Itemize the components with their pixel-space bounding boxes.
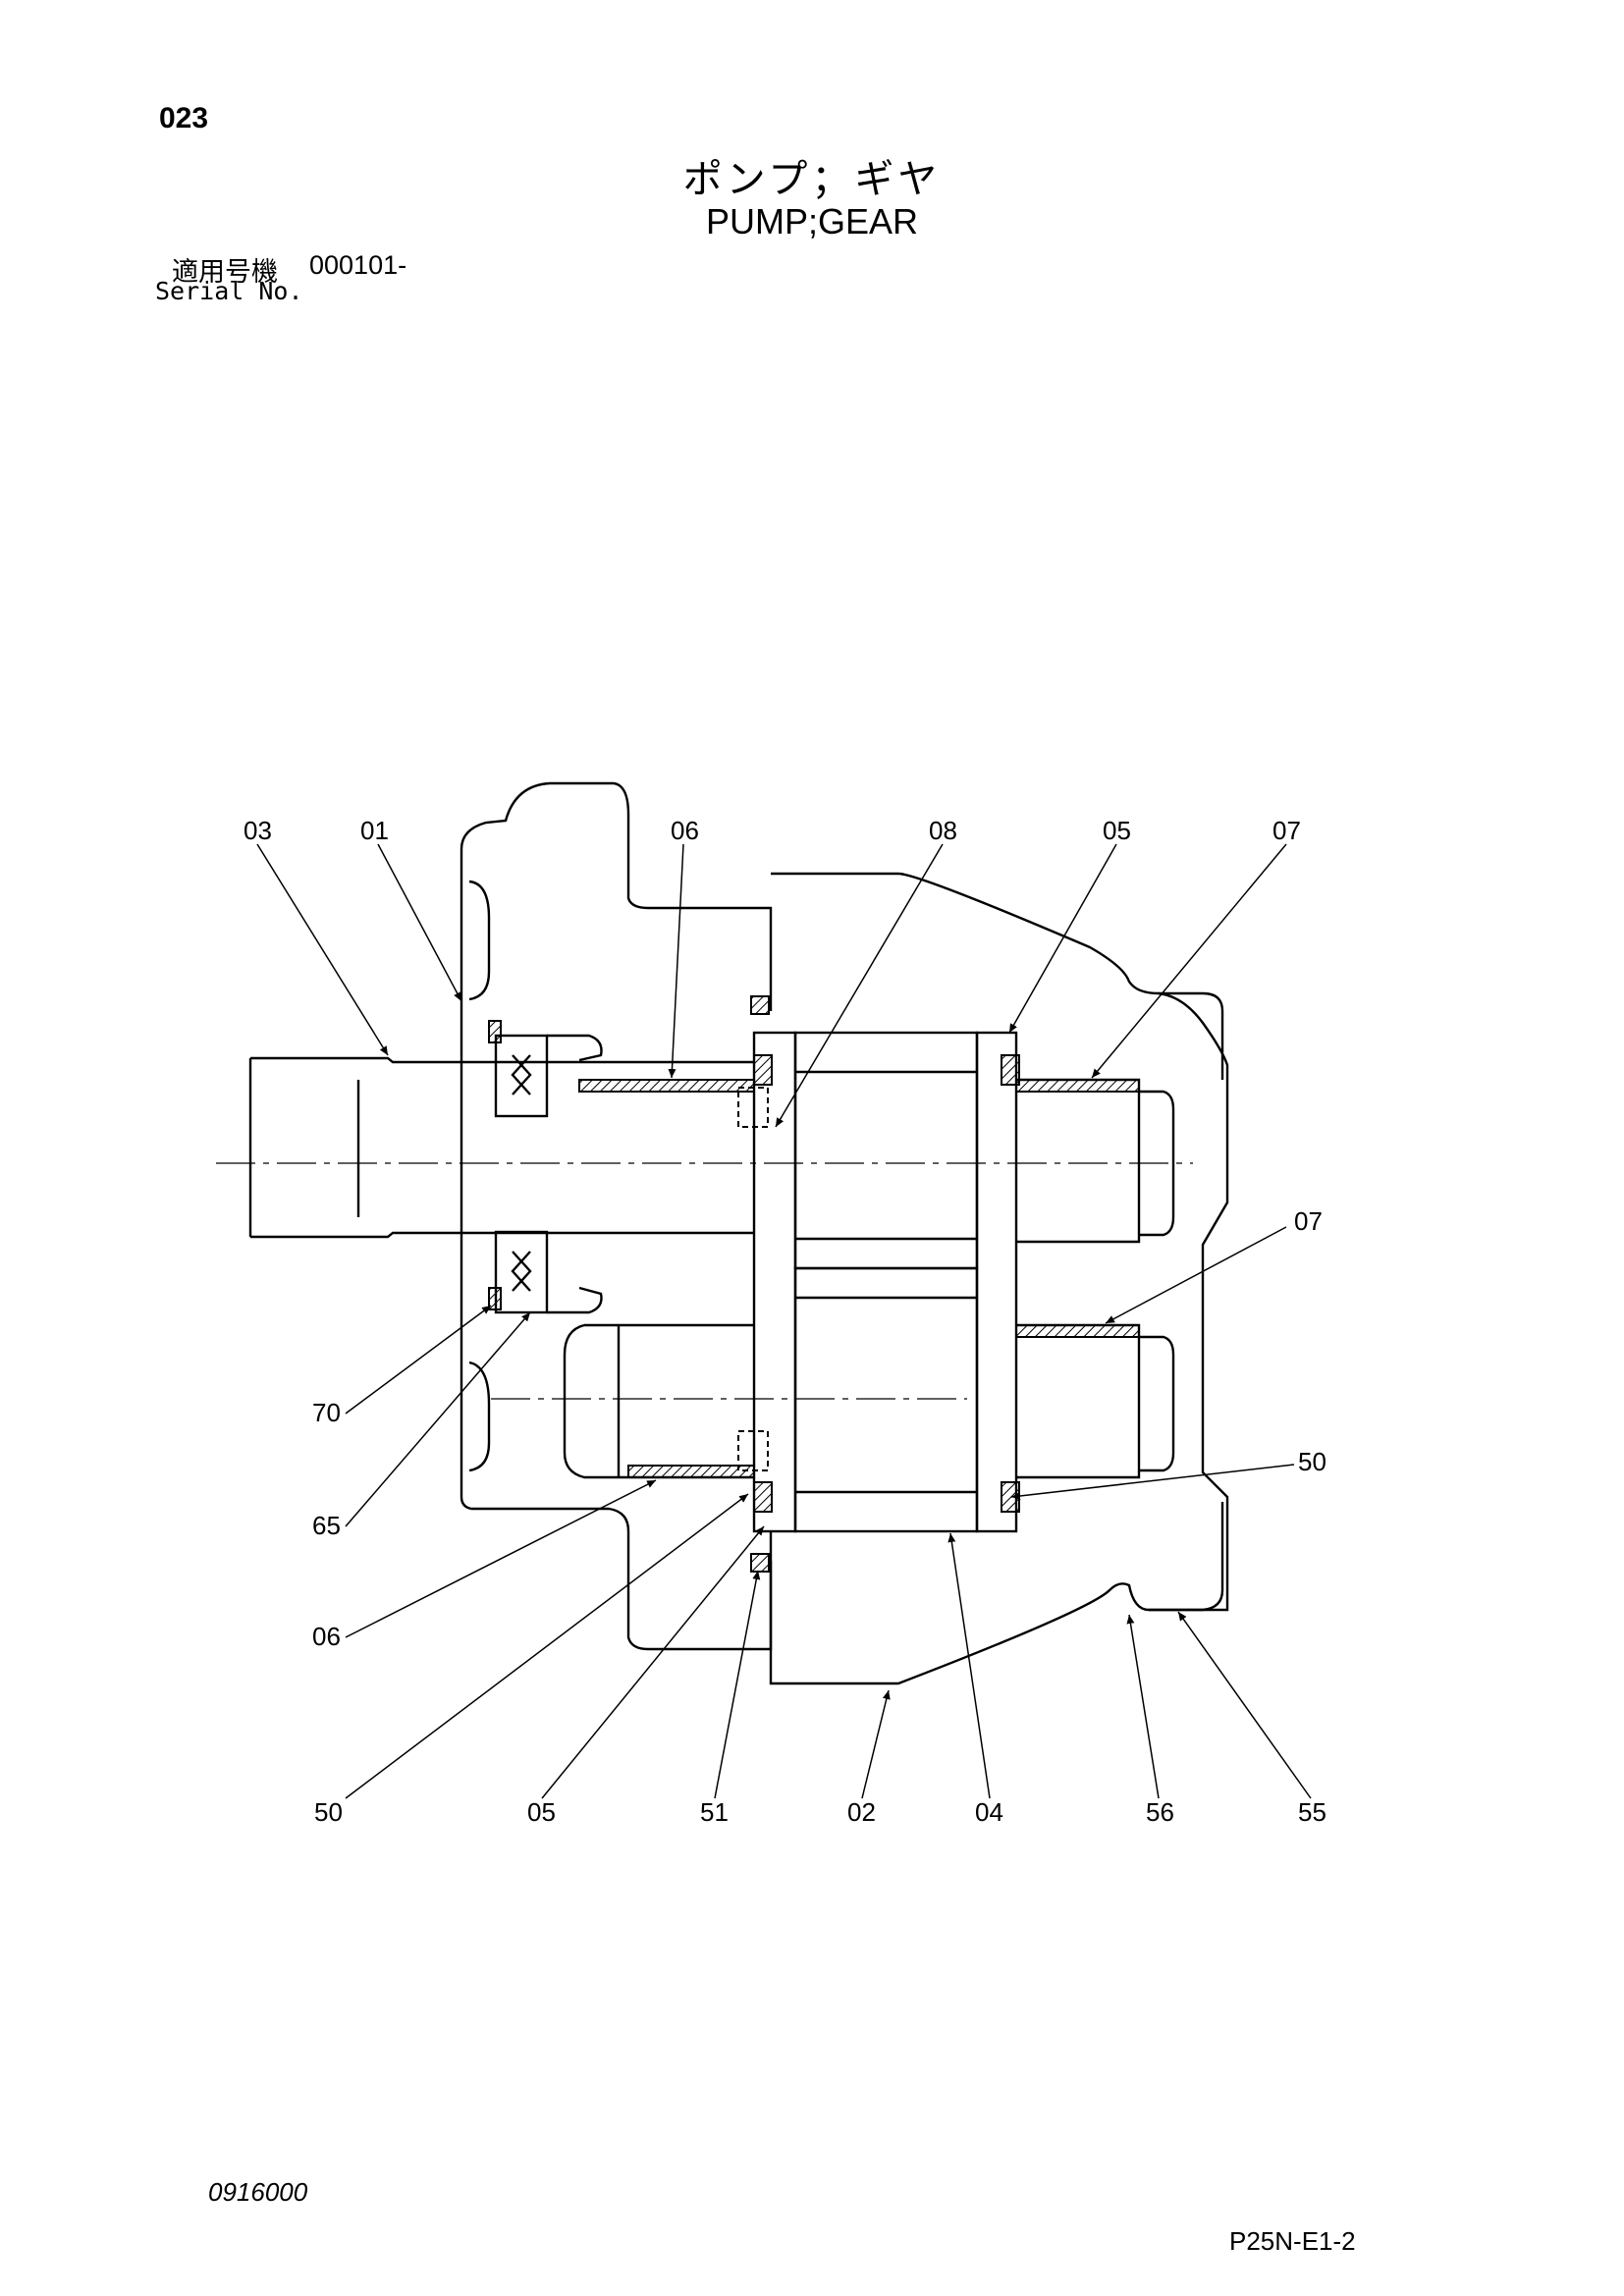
reference-code: P25N-E1-2: [1229, 2226, 1356, 2256]
serial-label-english: Serial No.: [155, 277, 303, 305]
seal-05-upper-left: [753, 1054, 773, 1086]
bushing-07-lower: [1015, 1324, 1140, 1338]
callout-56-bottom: 56: [1146, 1797, 1174, 1827]
serial-number-value: 000101-: [309, 250, 407, 280]
front-cover-outline-lower: [460, 852, 773, 1651]
ring-70-upper: [488, 1020, 502, 1043]
front-cover-inner-recess: [468, 880, 491, 1001]
callout-04-bottom: 04: [975, 1797, 1003, 1827]
drive-gear-outline: [793, 1031, 979, 1270]
callout-08-top: 08: [929, 816, 957, 845]
oil-seal-lower: [494, 1230, 549, 1314]
callout-labels: 03 01 06 08 05 07 07 50 70 65 06 50 05 5…: [244, 816, 1326, 1827]
callout-05-top: 05: [1103, 816, 1131, 845]
callout-01-top: 01: [360, 816, 389, 845]
callout-55-bottom: 55: [1298, 1797, 1326, 1827]
callout-50-bottom: 50: [314, 1797, 343, 1827]
ring-51-lower: [750, 1553, 770, 1573]
side-plate-right: [975, 1031, 1018, 1533]
seal-retainer: [547, 1034, 603, 1314]
front-cover-inner-recess-lower: [468, 1361, 491, 1472]
callout-51-bottom: 51: [700, 1797, 729, 1827]
rear-body-outline: [769, 872, 1229, 1685]
serial-label-japanese: 適用号機: [172, 257, 278, 288]
ring-51-upper: [750, 995, 770, 1015]
pump-outline: [248, 781, 1229, 1685]
ring-70-lower: [488, 1287, 502, 1310]
drive-shaft-outline: [248, 1056, 754, 1239]
callout-02-bottom: 02: [847, 1797, 876, 1827]
callout-70-left: 70: [312, 1398, 341, 1427]
callout-65-left: 65: [312, 1511, 341, 1540]
rear-cover-outline: [1149, 991, 1224, 1612]
callout-06-left: 06: [312, 1622, 341, 1651]
callout-07-mid: 07: [1294, 1206, 1323, 1236]
leader-lines: [256, 843, 1312, 1799]
seal-05-upper-right: [1001, 1054, 1020, 1086]
seal-50-lower-left: [753, 1481, 773, 1513]
document-code: 0916000: [208, 2177, 308, 2207]
callout-06-top: 06: [671, 816, 699, 845]
callout-05-bottom: 05: [527, 1797, 556, 1827]
side-plate-left: [752, 1031, 797, 1533]
callout-50-right: 50: [1298, 1447, 1326, 1476]
oil-seal-upper: [494, 1034, 549, 1118]
bushing-06-lower: [627, 1465, 755, 1478]
drive-shaft-rear: [1016, 1078, 1175, 1244]
hatched-parts: [488, 995, 1140, 1573]
callout-03-top: 03: [244, 816, 272, 845]
bushing-07-upper: [1015, 1079, 1140, 1093]
callout-07-top: 07: [1272, 816, 1301, 845]
bushing-06-upper: [578, 1079, 755, 1093]
driven-shaft-outline: [563, 1323, 754, 1479]
page-title-english: PUMP;GEAR: [705, 201, 919, 241]
center-lines: [216, 1162, 1193, 1400]
page-number: 023: [159, 102, 209, 134]
page-title-japanese: ポンプ；ギヤ: [682, 157, 942, 202]
driven-shaft-rear: [1016, 1323, 1175, 1479]
front-cover-outline: [460, 781, 773, 1011]
